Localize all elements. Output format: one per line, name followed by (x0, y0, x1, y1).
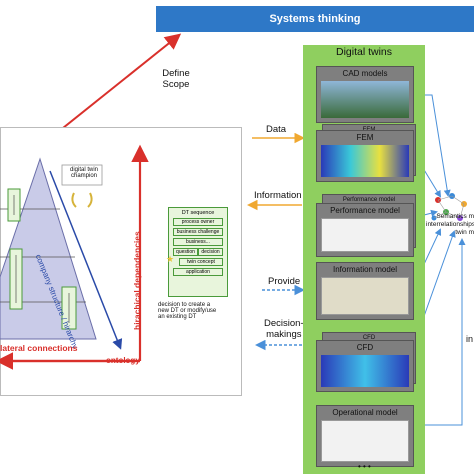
cfd-back-label: CFD (362, 335, 376, 341)
champion-line1: digital twin (69, 167, 98, 173)
cad-model-tile: CAD models (316, 66, 414, 123)
lateral-connections-label: lateral connections (0, 343, 78, 353)
fem-tile: FEM (316, 130, 414, 182)
information-model-tile: Information model (316, 262, 414, 320)
define-label: Define (162, 68, 190, 79)
decision-line2: makings (266, 329, 302, 340)
cfd-image (321, 355, 409, 387)
dt-step-application: application (173, 268, 223, 276)
performance-back-label: Performance model (342, 197, 396, 203)
operational-diagram-image (321, 420, 409, 462)
fem-image (321, 145, 409, 177)
dt-sequence-box: DT sequence process owner business chall… (168, 207, 228, 297)
champion-box (61, 164, 103, 186)
decision-line1: Decision- (264, 318, 304, 329)
performance-model-tile: Performance model (316, 203, 414, 257)
hierarchical-dependencies-label: hirachical dependencies (132, 231, 142, 330)
dt-sequence-note: decision to create a new DT or modify/us… (158, 302, 238, 320)
ship-cad-image (321, 81, 409, 118)
information-label: Information (254, 190, 302, 201)
note-line2: new DT or modify/use (158, 308, 217, 314)
performance-chart-image (321, 218, 409, 252)
more-dots: • • • (358, 462, 371, 471)
performance-model-label: Performance model (330, 206, 400, 215)
pyramid-svg (0, 144, 149, 370)
dt-sequence-title: DT sequence (181, 210, 215, 216)
information-model-image (321, 277, 409, 315)
provide-label: Provide (268, 276, 301, 287)
information-model-label: Information model (332, 265, 398, 274)
dt-step-business: business... (173, 238, 223, 246)
cfd-label: CFD (356, 343, 374, 352)
cfd-tile: CFD (316, 340, 414, 392)
semantics-line3: twin m (455, 229, 474, 237)
semantics-side-label: in (466, 334, 474, 344)
champion-line2: champion (70, 173, 97, 179)
data-label: Data (266, 124, 287, 135)
dt-step-process-owner: process owner (173, 218, 223, 226)
cad-model-label: CAD models (342, 69, 388, 78)
laurel-icon (71, 192, 93, 208)
dt-step-business-challenge: business challenge (173, 228, 223, 236)
semantics-line1: Semantics m (436, 213, 474, 220)
ontology-label: ontology (106, 356, 140, 365)
champion-label: digital twin champion (66, 167, 102, 179)
note-line1: decision to create a (158, 302, 211, 308)
define-scope-arrow (57, 33, 182, 133)
hierarchy-arrow (49, 170, 123, 350)
star-icon: ★ (166, 254, 175, 264)
banner-title: Systems thinking (269, 13, 361, 25)
scope-label: Scope (162, 79, 190, 90)
operational-model-label: Operational model (332, 408, 398, 417)
semantics-line2: interrelationships (426, 221, 474, 229)
semantics-label: Semantics m interrelationships twin m (426, 213, 474, 237)
systems-thinking-banner: Systems thinking (156, 6, 474, 32)
dt-step-decision: decision (198, 248, 223, 256)
fem-label: FEM (356, 133, 374, 142)
operational-model-tile: Operational model (316, 405, 414, 467)
dt-step-question: question (173, 248, 198, 256)
semantic-network-icon (431, 193, 467, 221)
define-scope-label: Define Scope (156, 68, 196, 90)
note-line3: an existing DT (158, 314, 197, 320)
digital-twins-title: Digital twins (335, 46, 393, 58)
dt-step-twin-concept: twin concept (179, 258, 223, 266)
decision-label: Decision- makings (264, 318, 304, 340)
